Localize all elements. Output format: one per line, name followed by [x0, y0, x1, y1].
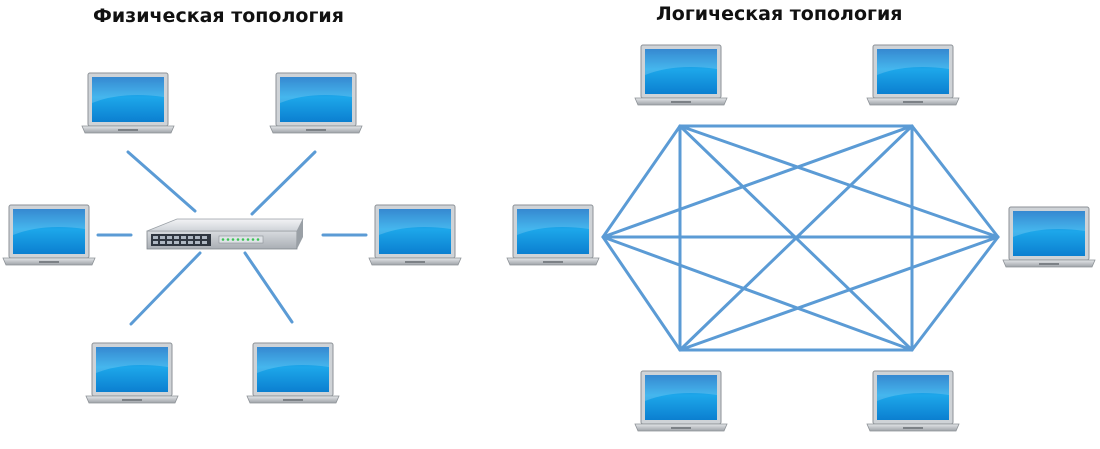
laptop-icon [85, 342, 179, 404]
physical-links [96, 150, 368, 326]
laptop-icon [81, 72, 175, 134]
laptop-icon [2, 204, 96, 266]
laptop-icon [1002, 206, 1096, 268]
logical-links [601, 124, 1000, 352]
laptop-icon [506, 204, 600, 266]
laptop-icon [866, 44, 960, 106]
laptop-icon [368, 204, 462, 266]
laptop-icon [246, 342, 340, 404]
physical-link [129, 251, 202, 326]
laptop-icon [634, 44, 728, 106]
laptop-icon [269, 72, 363, 134]
physical-link [243, 251, 294, 324]
switch-icon [146, 218, 304, 250]
laptop-icon [866, 370, 960, 432]
physical-topology-title: Физическая топология [93, 5, 344, 27]
laptop-icon [634, 370, 728, 432]
physical-link [250, 150, 317, 216]
physical-link [126, 150, 197, 213]
logical-topology-title: Логическая топология [656, 3, 903, 25]
